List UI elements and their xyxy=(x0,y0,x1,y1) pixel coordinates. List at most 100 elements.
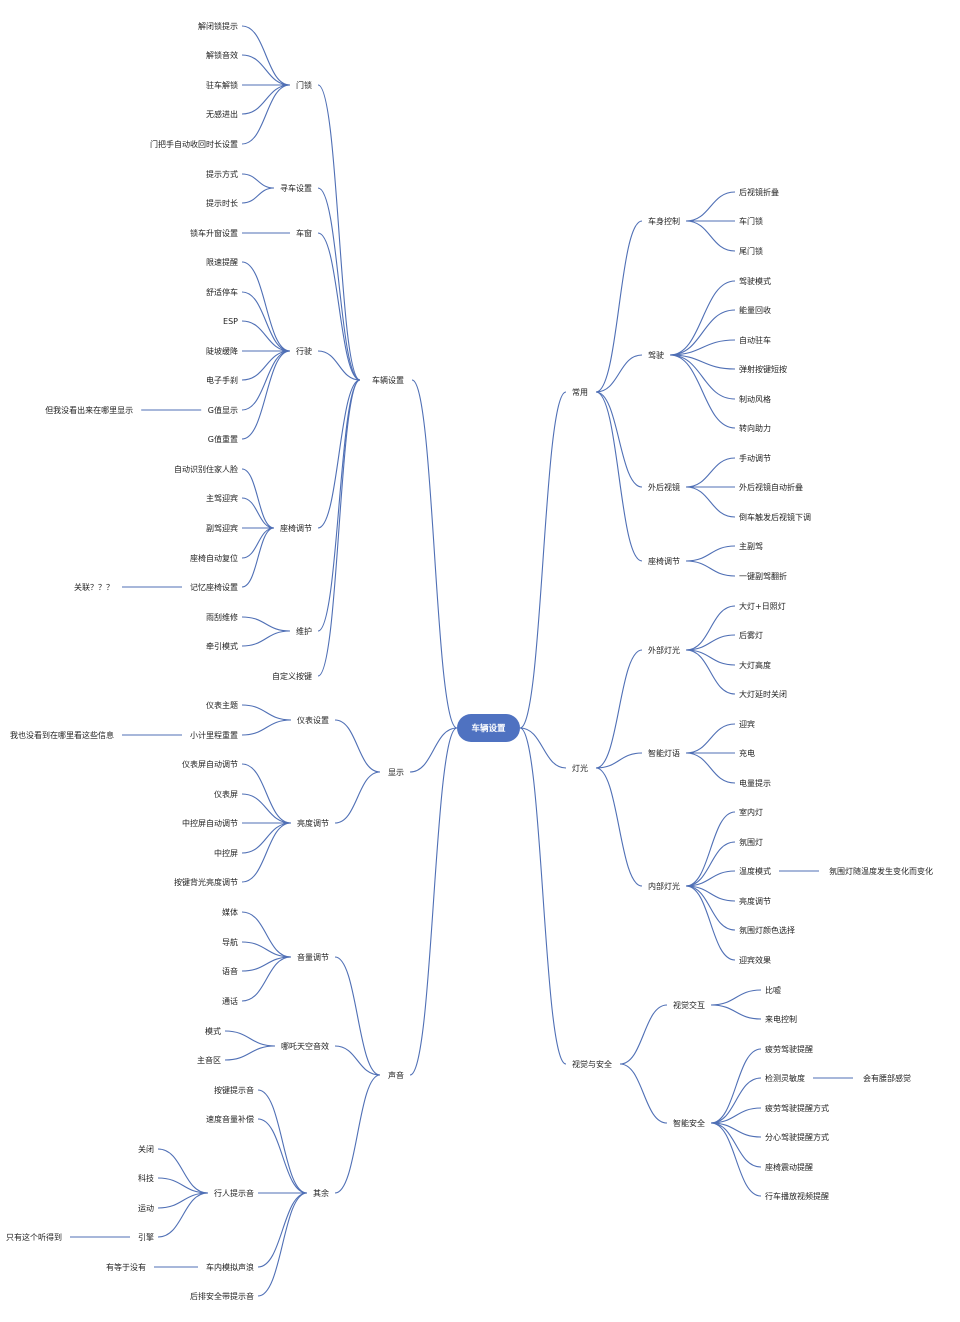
sound-group-1-item-1-label[interactable]: 主音区 xyxy=(197,1055,221,1065)
car-settings-group-3-item-3-label[interactable]: 陡坡缓降 xyxy=(206,346,238,356)
right-branch-0-group-1-item-3-label[interactable]: 弹射按键短按 xyxy=(739,364,787,374)
car-settings-group-1-label[interactable]: 寻车设置 xyxy=(280,183,312,193)
car-settings-group-4-item-4-sub-label[interactable]: 关联？？？ xyxy=(74,582,114,592)
right-branch-1-group-0-label[interactable]: 外部灯光 xyxy=(648,645,680,655)
right-branch-2-group-0-item-0-label[interactable]: 比嘘 xyxy=(765,985,781,995)
right-branch-1-label[interactable]: 灯光 xyxy=(572,763,588,773)
right-branch-1-group-0-item-0-label[interactable]: 大灯+日照灯 xyxy=(739,601,786,611)
right-branch-2-group-1-item-3-label[interactable]: 分心驾驶提醒方式 xyxy=(765,1132,829,1142)
car-settings-group-3-item-1-label[interactable]: 舒适停车 xyxy=(206,287,238,297)
display-group-1-item-1-label[interactable]: 仪表屏 xyxy=(214,789,238,799)
root-node[interactable]: 车辆设置 xyxy=(457,714,520,742)
right-branch-2-group-0-item-1-label[interactable]: 来电控制 xyxy=(765,1014,797,1024)
right-branch-2-group-1-label[interactable]: 智能安全 xyxy=(673,1118,705,1128)
right-branch-0-label[interactable]: 常用 xyxy=(572,388,588,397)
right-branch-0-group-2-label[interactable]: 外后视镜 xyxy=(648,482,680,492)
right-branch-0-group-0-item-2-label[interactable]: 尾门锁 xyxy=(739,246,763,256)
car-settings-group-3-label[interactable]: 行驶 xyxy=(296,346,312,356)
car-settings-group-1-item-1-label[interactable]: 提示时长 xyxy=(206,198,238,208)
right-branch-1-group-2-item-2-sub-label[interactable]: 氛围灯随温度发生变化而变化 xyxy=(829,866,933,876)
car-settings-group-3-item-6-label[interactable]: G值重置 xyxy=(208,434,238,444)
right-branch-0-group-3-item-1-label[interactable]: 一键副驾翻折 xyxy=(739,571,787,581)
car-settings-group-3-item-2-label[interactable]: ESP xyxy=(223,317,238,326)
sound-group-0-item-1-label[interactable]: 导航 xyxy=(222,937,238,947)
car-settings-group-5-label[interactable]: 维护 xyxy=(296,626,312,636)
right-branch-0-group-3-label[interactable]: 座椅调节 xyxy=(648,556,680,566)
sound-group-0-item-3-label[interactable]: 通话 xyxy=(222,996,238,1006)
branch-display-label[interactable]: 显示 xyxy=(388,768,404,777)
display-group-0-item-0-label[interactable]: 仪表主题 xyxy=(206,700,238,710)
display-group-1-item-0-label[interactable]: 仪表屏自动调节 xyxy=(182,759,238,769)
sound-group-1-item-0-label[interactable]: 模式 xyxy=(205,1026,221,1036)
right-branch-2-group-1-item-2-label[interactable]: 疲劳驾驶提醒方式 xyxy=(765,1103,829,1113)
right-branch-2-group-1-item-1-label[interactable]: 检测灵敏度 xyxy=(765,1073,805,1083)
right-branch-1-group-0-item-3-label[interactable]: 大灯延时关闭 xyxy=(739,689,787,699)
right-branch-0-group-0-item-1-label[interactable]: 车门锁 xyxy=(739,216,763,226)
right-branch-2-group-1-item-0-label[interactable]: 疲劳驾驶提醒 xyxy=(765,1044,813,1054)
sound-other-item-3-label[interactable]: 车内模拟声浪 xyxy=(206,1262,254,1272)
right-branch-1-group-2-item-3-label[interactable]: 亮度调节 xyxy=(739,896,771,906)
right-branch-0-group-2-item-2-label[interactable]: 倒车触发后视镜下调 xyxy=(739,512,811,522)
car-settings-group-3-item-5-sub-label[interactable]: 但我没看出来在哪里显示 xyxy=(45,405,133,415)
right-branch-0-group-1-item-5-label[interactable]: 转向助力 xyxy=(739,423,771,433)
root-node-shape[interactable] xyxy=(457,714,520,742)
right-branch-0-group-3-item-0-label[interactable]: 主副驾 xyxy=(739,541,763,551)
right-branch-2-group-1-item-1-sub-label[interactable]: 会有腰部感觉 xyxy=(863,1073,911,1083)
car-settings-group-0-item-0-label[interactable]: 解闭锁提示 xyxy=(198,21,238,31)
right-branch-0-group-1-item-0-label[interactable]: 驾驶模式 xyxy=(739,276,771,286)
sound-group-1-label[interactable]: 哪吒天空音效 xyxy=(281,1041,329,1051)
right-branch-0-group-1-label[interactable]: 驾驶 xyxy=(648,350,664,360)
car-settings-group-3-item-5-label[interactable]: G值显示 xyxy=(208,405,238,415)
right-branch-1-group-2-item-4-label[interactable]: 氛围灯颜色选择 xyxy=(739,925,795,935)
right-branch-0-group-1-item-1-label[interactable]: 能量回收 xyxy=(739,305,771,315)
branch-car-settings-label[interactable]: 车辆设置 xyxy=(372,375,404,385)
car-settings-group-0-item-3-label[interactable]: 无感进出 xyxy=(206,109,238,119)
right-branch-1-group-2-item-5-label[interactable]: 迎宾效果 xyxy=(739,955,771,965)
sound-group-0-item-2-label[interactable]: 语音 xyxy=(222,966,238,976)
car-settings-group-4-item-0-label[interactable]: 自动识别住家人脸 xyxy=(174,464,238,474)
car-settings-group-5-item-1-label[interactable]: 牵引模式 xyxy=(206,641,238,651)
car-settings-group-0-item-4-label[interactable]: 门把手自动收回时长设置 xyxy=(150,139,238,149)
display-group-0-item-1-sub-label[interactable]: 我也没看到在哪里看这些信息 xyxy=(10,730,114,740)
right-branch-0-group-1-item-2-label[interactable]: 自动驻车 xyxy=(739,335,771,345)
branch-sound-label[interactable]: 声音 xyxy=(388,1070,404,1080)
sound-other-item-2-label[interactable]: 行人提示音 xyxy=(214,1188,254,1198)
right-branch-1-group-2-item-0-label[interactable]: 室内灯 xyxy=(739,807,763,817)
car-settings-group-1-item-0-label[interactable]: 提示方式 xyxy=(206,169,238,179)
right-branch-1-group-1-item-2-label[interactable]: 电量提示 xyxy=(739,778,771,788)
car-settings-group-0-label[interactable]: 门锁 xyxy=(296,80,312,90)
sound-group-2-label[interactable]: 其余 xyxy=(313,1188,329,1198)
pedestrian-sound-item-1-label[interactable]: 科技 xyxy=(138,1173,154,1183)
right-branch-1-group-2-item-2-label[interactable]: 温度模式 xyxy=(739,866,771,876)
right-branch-1-group-1-label[interactable]: 智能灯语 xyxy=(648,748,680,758)
right-branch-1-group-2-item-1-label[interactable]: 氛围灯 xyxy=(739,837,763,847)
car-settings-group-4-item-4-label[interactable]: 记忆座椅设置 xyxy=(190,582,238,592)
right-branch-2-label[interactable]: 视觉与安全 xyxy=(572,1059,612,1069)
right-branch-1-group-1-item-0-label[interactable]: 迎宾 xyxy=(739,719,755,729)
car-settings-group-4-item-1-label[interactable]: 主驾迎宾 xyxy=(206,493,238,503)
right-branch-2-group-1-item-4-label[interactable]: 座椅震动提醒 xyxy=(765,1162,813,1172)
pedestrian-sound-item-3-label[interactable]: 引擎 xyxy=(138,1232,154,1242)
right-branch-1-group-2-label[interactable]: 内部灯光 xyxy=(648,881,680,891)
right-branch-0-group-2-item-1-label[interactable]: 外后视镜自动折叠 xyxy=(739,482,803,492)
car-settings-group-3-item-4-label[interactable]: 电子手刹 xyxy=(206,375,238,385)
car-settings-group-2-label[interactable]: 车窗 xyxy=(296,228,312,238)
sound-group-0-item-0-label[interactable]: 媒体 xyxy=(222,907,238,917)
display-group-1-item-3-label[interactable]: 中控屏 xyxy=(214,848,238,858)
car-settings-group-2-item-0-label[interactable]: 锁车升窗设置 xyxy=(190,228,238,238)
sound-other-item-1-label[interactable]: 速度音量补偿 xyxy=(206,1114,254,1124)
display-group-1-item-4-label[interactable]: 按键背光亮度调节 xyxy=(174,877,238,887)
sound-group-0-label[interactable]: 音量调节 xyxy=(297,952,329,962)
right-branch-0-group-0-item-0-label[interactable]: 后视镜折叠 xyxy=(739,187,779,197)
car-settings-group-4-item-2-label[interactable]: 副驾迎宾 xyxy=(206,523,238,533)
car-settings-group-5-item-0-label[interactable]: 雨刮维修 xyxy=(206,612,238,622)
car-settings-group-0-item-1-label[interactable]: 解锁音效 xyxy=(206,50,238,60)
display-group-0-label[interactable]: 仪表设置 xyxy=(297,715,329,725)
right-branch-1-group-1-item-1-label[interactable]: 充电 xyxy=(739,748,755,758)
car-settings-group-4-item-3-label[interactable]: 座椅自动复位 xyxy=(190,553,238,563)
display-group-1-label[interactable]: 亮度调节 xyxy=(297,818,329,828)
sound-other-item-3-sub-label[interactable]: 有等于没有 xyxy=(106,1262,146,1272)
display-group-0-item-1-label[interactable]: 小计里程重置 xyxy=(190,730,238,740)
car-settings-group-3-item-0-label[interactable]: 限速提醒 xyxy=(206,257,238,267)
right-branch-0-group-1-item-4-label[interactable]: 制动风格 xyxy=(739,394,771,404)
